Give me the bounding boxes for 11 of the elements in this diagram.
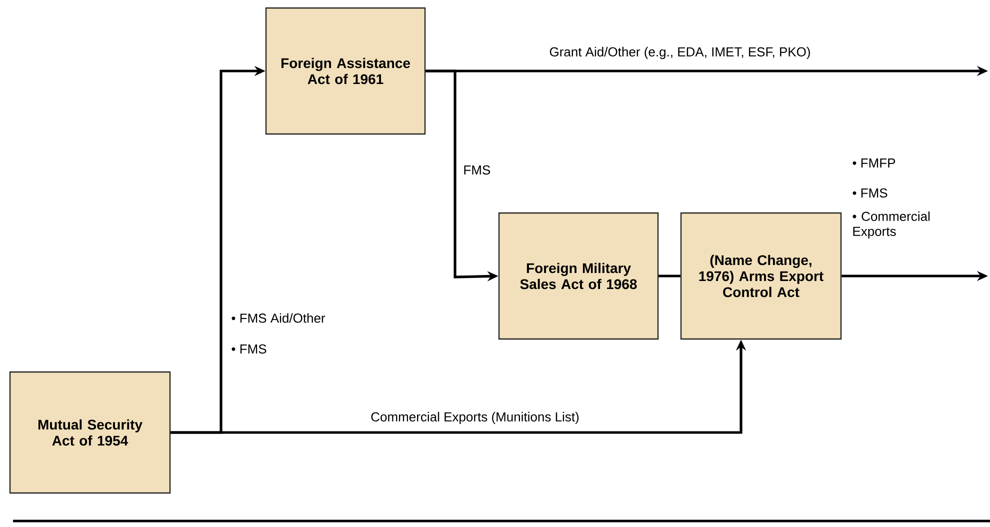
edge-label: Grant Aid/Other (e.g., EDA, IMET, ESF, PKO) (548, 46, 812, 60)
flow-note: • FMS (852, 188, 888, 198)
act-box: Foreign Assistance Act of 1961 (265, 7, 426, 135)
flow-note: • FMFP (852, 158, 896, 168)
act-box: Foreign Military Sales Act of 1968 (498, 212, 659, 340)
act-box: (Name Change, 1976) Arms Export Control Act (680, 212, 842, 340)
act-box: Mutual Security Act of 1954 (9, 371, 171, 494)
flow-note: • FMS Aid/Other (232, 313, 326, 323)
edge-label: FMS (462, 164, 492, 176)
flow-note: • FMS (232, 344, 266, 354)
edge-label: Commercial Exports (Munitions List) (370, 410, 580, 426)
